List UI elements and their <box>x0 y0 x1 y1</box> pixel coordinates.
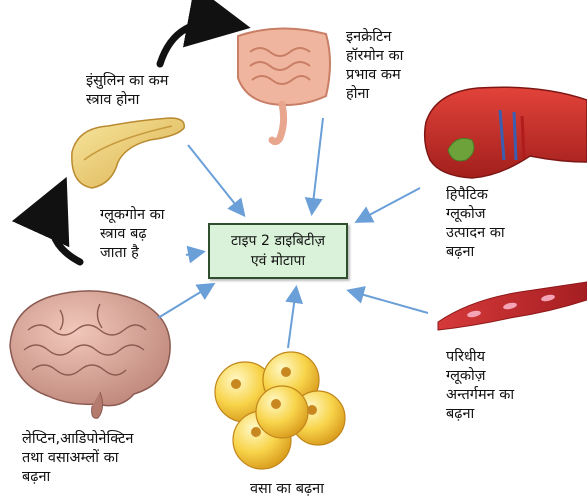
arrow-incretin <box>312 118 323 212</box>
label-line: जाता है <box>100 244 165 263</box>
center-title-line1: टाइप 2 डाइबिटीज़ <box>231 231 325 251</box>
arrow-hepatic <box>358 188 420 221</box>
arrow-insulin <box>188 145 243 214</box>
arrow-brain <box>158 285 212 318</box>
label-line: अन्तर्गमन का <box>446 386 514 405</box>
center-box: टाइप 2 डाइबिटीज़ एवं मोटापा <box>208 223 348 279</box>
label-line: हिपैटिक <box>446 186 505 205</box>
label-line: ग्लूकोज़ <box>446 367 514 386</box>
label-hepatic: हिपैटिक ग्लूकोज उत्पादन का बढ़ना <box>446 186 505 262</box>
label-insulin: इंसुलिन का कम स्त्राव होना <box>86 72 168 110</box>
label-line: हॉरमोन का <box>346 47 403 66</box>
label-line: बढ़ना <box>446 243 505 262</box>
label-line: प्रभाव कम <box>346 66 403 85</box>
label-leptin: लेप्टिन,आडिपोनेक्टिन तथा वसाअम्लों का बढ… <box>22 430 133 487</box>
curved-arrow-left <box>52 196 80 262</box>
label-line: वसा का बढ़ना <box>250 480 324 499</box>
label-peripheral: परिधीय ग्लूकोज़ अन्तर्गमन का बढ़ना <box>446 348 514 424</box>
label-line: उत्पादन का <box>446 224 505 243</box>
label-fat: वसा का बढ़ना <box>250 480 324 499</box>
arrow-glucagon <box>186 252 202 255</box>
label-incretin: इनक्रेटिन हॉरमोन का प्रभाव कम होना <box>346 28 403 104</box>
label-line: बढ़ना <box>446 405 514 424</box>
label-line: लेप्टिन,आडिपोनेक्टिन <box>22 430 133 449</box>
center-title-line2: एवं मोटापा <box>251 251 305 271</box>
label-line: होना <box>346 85 403 104</box>
label-line: तथा वसाअम्लों का <box>22 449 133 468</box>
arrow-peripheral <box>350 291 428 313</box>
label-line: ग्लूकोज <box>446 205 505 224</box>
label-line: स्त्राव बढ़ <box>100 225 165 244</box>
curved-arrow-top <box>160 22 230 64</box>
label-line: इनक्रेटिन <box>346 28 403 47</box>
label-line: ग्लूकगोन का <box>100 206 165 225</box>
label-glucagon: ग्लूकगोन का स्त्राव बढ़ जाता है <box>100 206 165 263</box>
arrow-fat <box>288 289 296 348</box>
label-line: इंसुलिन का कम <box>86 72 168 91</box>
label-line: परिधीय <box>446 348 514 367</box>
label-line: बढ़ना <box>22 468 133 487</box>
label-line: स्त्राव होना <box>86 91 168 110</box>
